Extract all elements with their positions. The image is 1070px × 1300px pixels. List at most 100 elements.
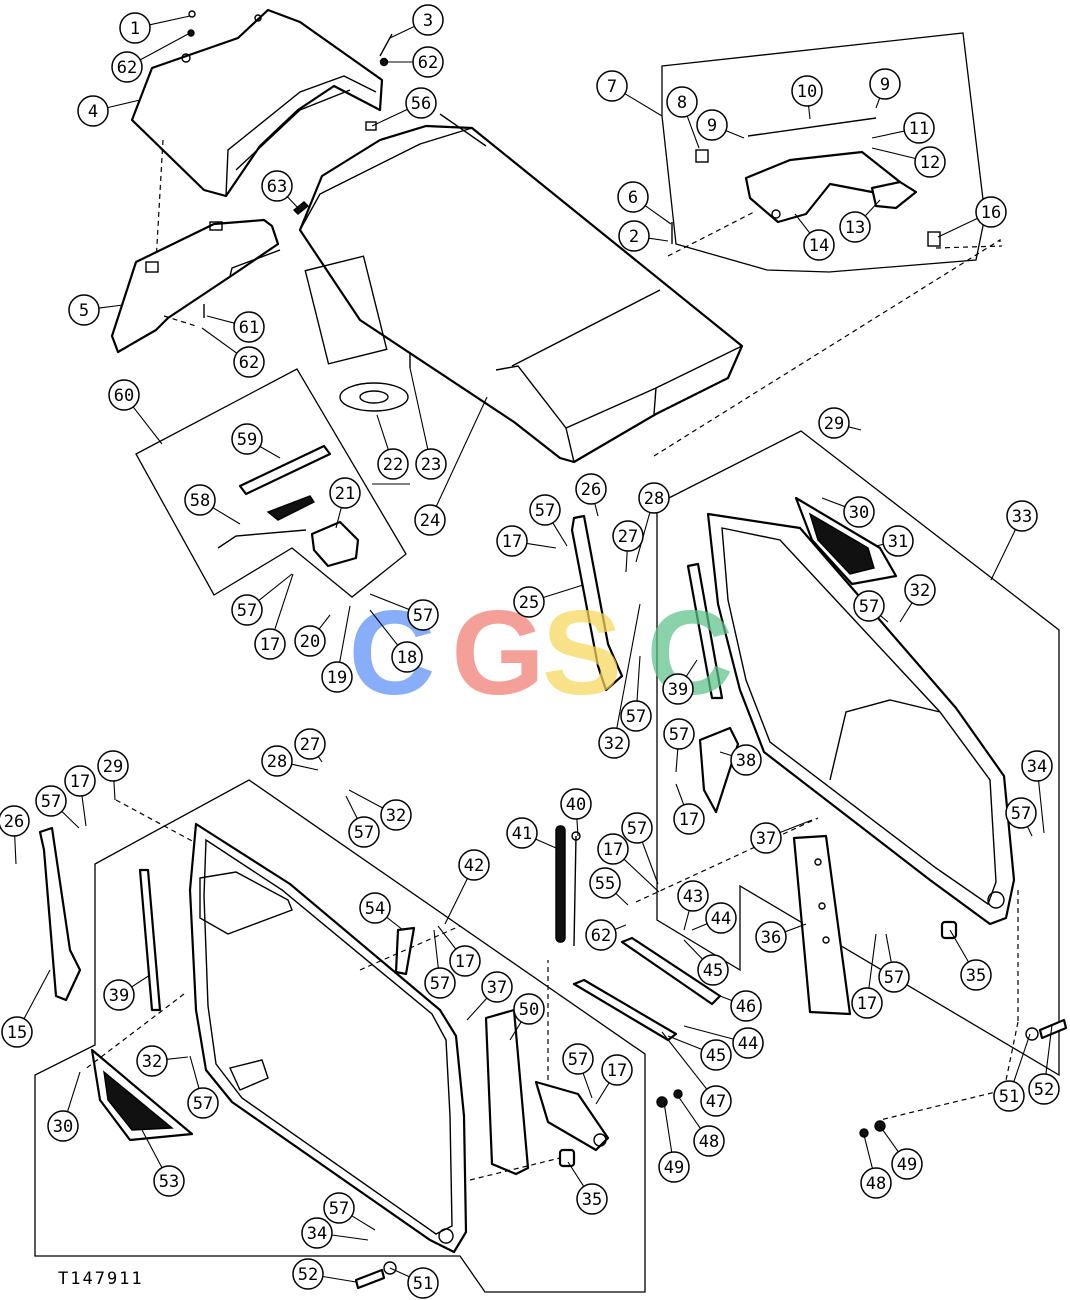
callout-29: 29 <box>97 750 129 782</box>
callout-circle <box>839 211 871 243</box>
watermark-letter: C <box>647 586 734 720</box>
latch-arm <box>266 495 316 521</box>
callout-number: 49 <box>897 1155 917 1175</box>
callout-circle <box>391 641 423 673</box>
callout-number: 48 <box>866 1174 886 1194</box>
callout-42: 42 <box>458 849 490 881</box>
washer-49-left <box>656 1096 668 1108</box>
callout-number: 10 <box>797 82 817 102</box>
callout-number: 57 <box>430 974 450 994</box>
callout-number: 1 <box>130 19 140 39</box>
callout-number: 57 <box>41 792 61 812</box>
callout-circle <box>187 1087 219 1119</box>
callout-leader <box>139 32 191 61</box>
vent-grille-31 <box>794 496 898 586</box>
callout-circle <box>612 520 644 552</box>
callout-number: 28 <box>267 752 287 772</box>
dashed-link-16 <box>935 245 1003 249</box>
callout-leader <box>683 939 703 960</box>
callout-number: 3 <box>423 11 433 31</box>
callout-leader <box>317 756 323 763</box>
callout-circle <box>596 70 628 102</box>
callout-57: 57 <box>1005 797 1037 829</box>
plate-59 <box>238 444 332 496</box>
callout-8: 8 <box>666 86 698 118</box>
callout-leader <box>683 1025 734 1040</box>
callout-26: 26 <box>575 473 607 505</box>
callout-leader <box>351 1215 376 1231</box>
callout-number: 6 <box>628 188 638 208</box>
callout-number: 50 <box>519 1000 539 1020</box>
callout-number: 57 <box>568 1050 588 1070</box>
callout-leader <box>212 507 241 525</box>
callout-leader <box>808 105 811 120</box>
callout-number: 57 <box>1011 804 1031 824</box>
callout-41: 41 <box>506 817 538 849</box>
callout-circle <box>621 812 653 844</box>
figure-id: T147911 <box>58 1269 144 1289</box>
callout-leader <box>661 1031 708 1090</box>
group-box-left-door-42 <box>34 779 646 1293</box>
callout-9: 9 <box>869 68 901 100</box>
callout-23: 23 <box>415 448 447 480</box>
callout-number: 29 <box>103 757 123 777</box>
callout-17: 17 <box>673 803 705 835</box>
callout-leader <box>131 974 151 988</box>
callout-circle <box>414 504 446 536</box>
callout-circle <box>750 822 782 854</box>
callout-number: 35 <box>966 966 986 986</box>
callout-57: 57 <box>407 599 439 631</box>
callout-34: 34 <box>301 1217 333 1249</box>
callout-number: 49 <box>664 1158 684 1178</box>
callout-leader <box>848 426 862 431</box>
callout-57: 57 <box>35 785 67 817</box>
callout-27: 27 <box>294 728 326 760</box>
callout-number: 30 <box>53 1117 73 1137</box>
callout-44: 44 <box>705 902 737 934</box>
callout-number: 32 <box>142 1052 162 1072</box>
callout-leader <box>1027 826 1033 837</box>
hinge-plate <box>534 1080 610 1152</box>
callout-number: 60 <box>114 386 134 406</box>
callout-32: 32 <box>136 1045 168 1077</box>
callout-18: 18 <box>391 641 423 673</box>
callout-circle <box>405 87 437 119</box>
callout-leader <box>691 923 708 931</box>
callout-number: 42 <box>464 856 484 876</box>
callout-number: 61 <box>239 318 259 338</box>
bolt-52-left <box>354 1268 386 1290</box>
callout-number: 62 <box>418 53 438 73</box>
bracket-54 <box>394 926 416 976</box>
callout-17: 17 <box>597 833 629 865</box>
callout-44: 44 <box>732 1027 764 1059</box>
callout-leader <box>624 93 663 117</box>
callout-circle <box>730 990 762 1022</box>
callout-number: 21 <box>335 484 355 504</box>
callout-leader <box>794 213 811 234</box>
callout-57: 57 <box>187 1087 219 1119</box>
callout-number: 17 <box>260 635 280 655</box>
dashed-link-61 <box>163 315 197 327</box>
callout-circle <box>903 112 935 144</box>
callout-number: 23 <box>421 455 441 475</box>
callout-57: 57 <box>620 700 652 732</box>
callout-leader <box>648 237 669 242</box>
callout-number: 14 <box>809 236 829 256</box>
callout-circle <box>601 1054 633 1086</box>
callout-circle <box>108 379 140 411</box>
callout-circle <box>860 1167 892 1199</box>
callout-number: 9 <box>880 75 890 95</box>
callout-circle <box>321 661 353 693</box>
callout-leader <box>582 1072 593 1099</box>
callout-20: 20 <box>294 625 326 657</box>
callout-circle <box>1028 1073 1060 1105</box>
callout-leader <box>663 1101 673 1153</box>
callout-number: 57 <box>329 1199 349 1219</box>
callout-leader <box>868 933 877 989</box>
callout-48: 48 <box>860 1167 892 1199</box>
callout-circle <box>700 1039 732 1071</box>
callout-leader <box>435 396 488 507</box>
callout-number: 32 <box>386 806 406 826</box>
dashed-link-right-door-bottom <box>879 1021 1019 1121</box>
vent-grille-53 <box>90 1048 194 1142</box>
